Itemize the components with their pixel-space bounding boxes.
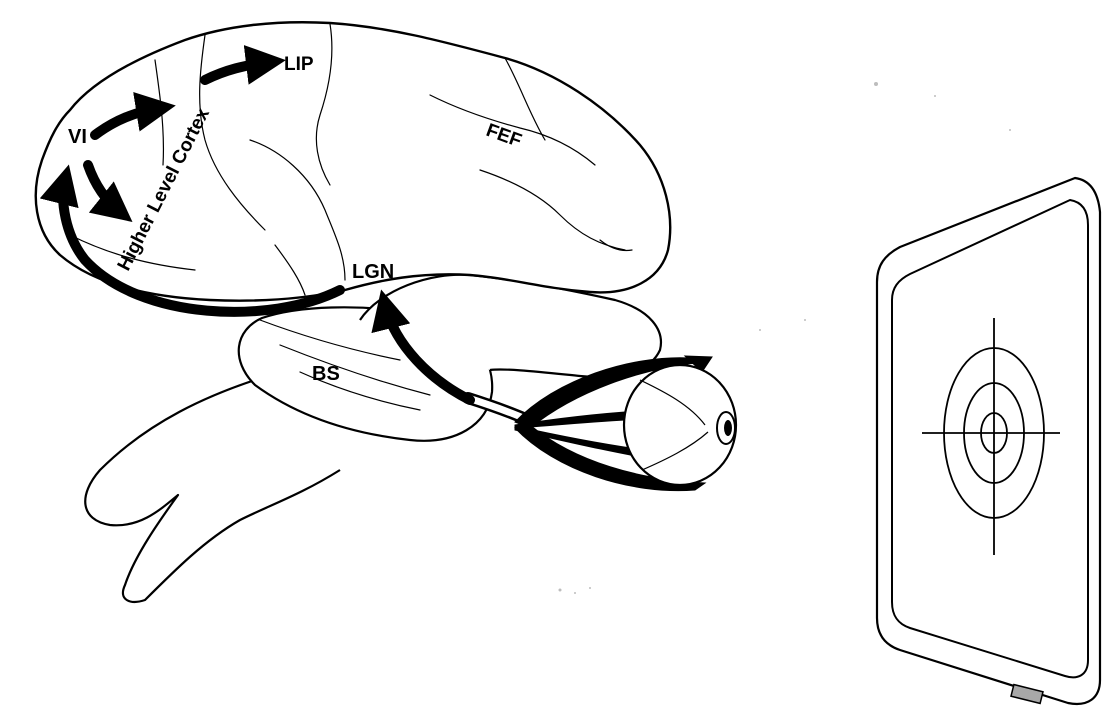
monitor-screen [892,200,1088,677]
label-bs: BS [312,363,340,385]
label-v1: VI [68,126,87,148]
display-monitor [877,178,1100,704]
eyeball [624,365,736,485]
label-lip: LIP [284,54,314,75]
label-lgn: LGN [352,261,394,283]
pupil [724,420,732,436]
